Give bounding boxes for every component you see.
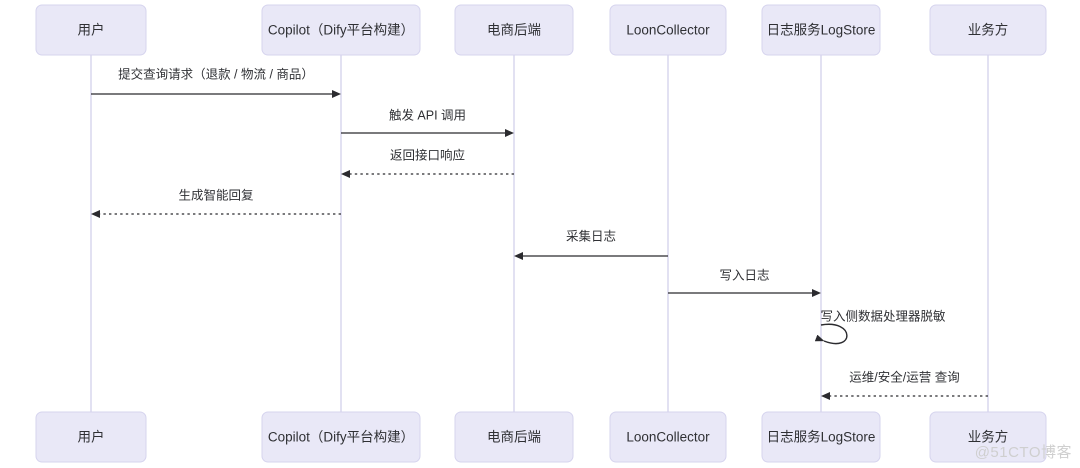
message-arrowhead xyxy=(812,289,821,297)
participant-box xyxy=(35,411,147,463)
participant-label: 用户 xyxy=(78,429,105,445)
participant-box xyxy=(454,411,574,463)
message-label: 触发 API 调用 xyxy=(389,107,466,122)
participant-label: 业务方 xyxy=(968,23,1009,38)
message-m5[interactable]: 采集日志 xyxy=(514,228,668,260)
participant-box xyxy=(761,4,881,56)
message-label: 生成智能回复 xyxy=(178,187,254,202)
messages-group: 提交查询请求（退款 / 物流 / 商品） 触发 API 调用返回接口响应生成智能回… xyxy=(91,66,988,400)
participant-label: 用户 xyxy=(78,22,105,38)
participant-label: 日志服务LogStore xyxy=(767,430,876,445)
message-label: 写入日志 xyxy=(719,268,769,282)
participant-ecommerce-bottom[interactable]: 电商后端 xyxy=(454,411,574,463)
participant-box xyxy=(761,411,881,463)
participant-business-top[interactable]: 业务方 xyxy=(929,4,1047,56)
message-label: 采集日志 xyxy=(566,228,616,243)
participant-collector-top[interactable]: LoonCollector xyxy=(609,4,727,56)
participant-boxes-group: 用户 Copilot（Dify平台构建） 电商后端 LoonCollector 日志服务… xyxy=(35,4,1047,463)
participant-label: 业务方 xyxy=(968,430,1009,445)
message-m7[interactable]: 写入侧数据处理器脱敏 xyxy=(814,308,946,345)
message-label: 返回接口响应 xyxy=(390,147,465,162)
participant-label: LoonCollector xyxy=(626,23,710,38)
message-m4[interactable]: 生成智能回复 xyxy=(91,187,341,218)
message-arrowhead xyxy=(505,129,514,137)
message-m6[interactable]: 写入日志 xyxy=(668,268,821,297)
participant-box xyxy=(929,4,1047,56)
message-label: 提交查询请求（退款 / 物流 / 商品） xyxy=(118,66,314,81)
message-m1[interactable]: 提交查询请求（退款 / 物流 / 商品） xyxy=(91,66,341,98)
self-message-arrow xyxy=(814,323,848,345)
message-arrowhead xyxy=(821,392,830,400)
participant-box xyxy=(609,4,727,56)
message-arrowhead xyxy=(514,252,523,260)
participant-user-top[interactable]: 用户 xyxy=(35,4,147,56)
participant-label: 日志服务LogStore xyxy=(767,23,876,38)
participant-label: Copilot（Dify平台构建） xyxy=(268,23,414,38)
watermark: @51CTO博客 xyxy=(974,444,1072,461)
participant-label: Copilot（Dify平台构建） xyxy=(268,430,414,445)
participant-logstore-top[interactable]: 日志服务LogStore xyxy=(761,4,881,56)
participant-box xyxy=(261,4,421,56)
participant-box xyxy=(929,411,1047,463)
message-label: 写入侧数据处理器脱敏 xyxy=(820,308,946,323)
participant-label: LoonCollector xyxy=(626,430,710,445)
participant-box xyxy=(454,4,574,56)
participant-box xyxy=(261,411,421,463)
participant-label: 电商后端 xyxy=(487,430,541,445)
participant-ecommerce-top[interactable]: 电商后端 xyxy=(454,4,574,56)
message-arrowhead xyxy=(332,90,341,98)
message-m8[interactable]: 运维/安全/运营 查询 xyxy=(821,369,988,400)
participant-collector-bottom[interactable]: LoonCollector xyxy=(609,411,727,463)
message-m2[interactable]: 触发 API 调用 xyxy=(341,107,514,137)
message-arrowhead xyxy=(91,210,100,218)
participant-copilot-top[interactable]: Copilot（Dify平台构建） xyxy=(261,4,421,56)
message-arrowhead xyxy=(341,170,350,178)
lifelines-group xyxy=(90,55,989,412)
participant-box xyxy=(609,411,727,463)
participant-user-bottom[interactable]: 用户 xyxy=(35,411,147,463)
message-m3[interactable]: 返回接口响应 xyxy=(341,147,514,178)
participant-label: 电商后端 xyxy=(487,23,541,38)
participant-logstore-bottom[interactable]: 日志服务LogStore xyxy=(761,411,881,463)
participant-business-bottom[interactable]: 业务方 xyxy=(929,411,1047,463)
message-label: 运维/安全/运营 查询 xyxy=(849,369,959,384)
participant-box xyxy=(35,4,147,56)
participant-copilot-bottom[interactable]: Copilot（Dify平台构建） xyxy=(261,411,421,463)
